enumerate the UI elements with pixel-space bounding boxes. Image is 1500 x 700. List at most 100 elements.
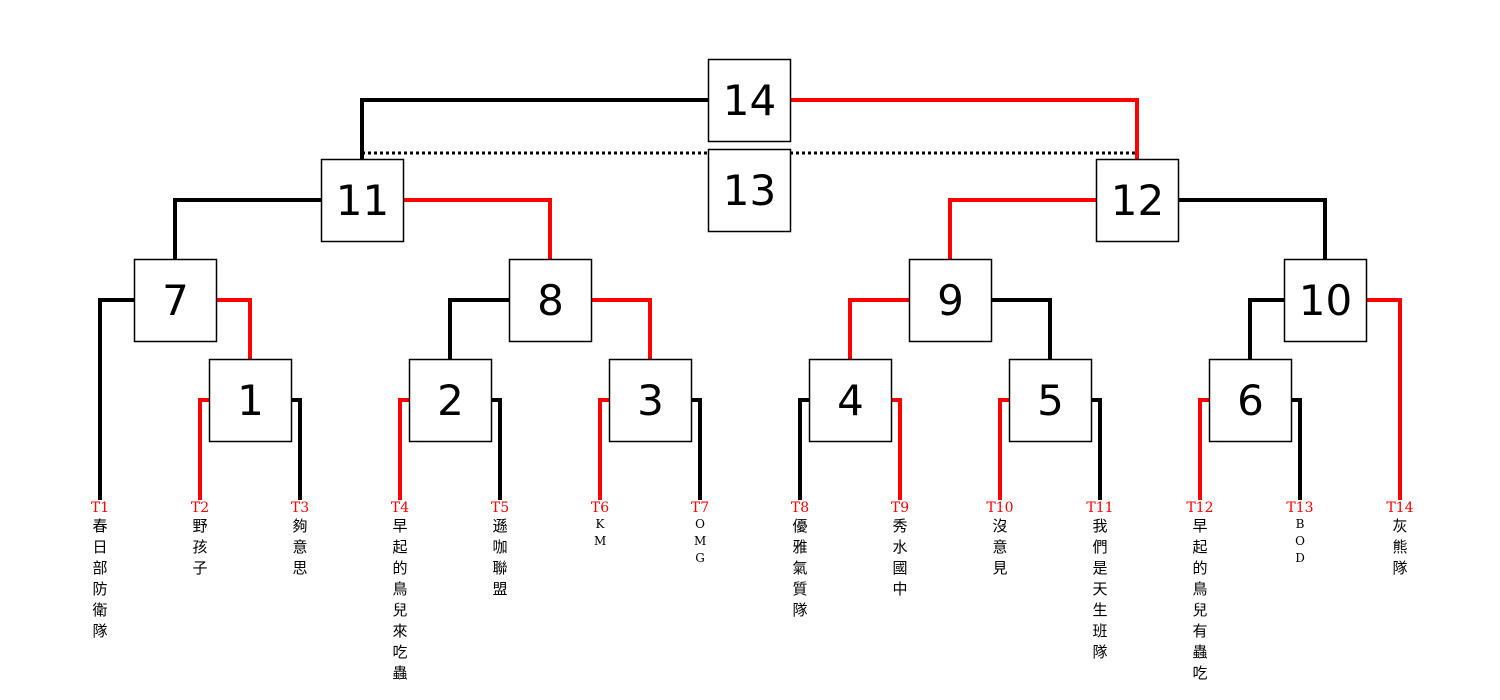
match-box-13: 13 bbox=[707, 148, 792, 233]
bracket-connector-15 bbox=[591, 298, 652, 359]
match-number: 13 bbox=[723, 166, 776, 215]
match-box-9: 9 bbox=[908, 258, 993, 343]
match-box-3: 3 bbox=[608, 358, 693, 443]
team-name: 夠意思 bbox=[292, 517, 308, 577]
match-box-14: 14 bbox=[707, 58, 792, 143]
team-code: T13 bbox=[1286, 500, 1314, 516]
match-box-frame bbox=[608, 358, 693, 443]
match-box-4: 4 bbox=[808, 358, 893, 443]
match-box-frame bbox=[508, 258, 593, 343]
match-number: 1 bbox=[237, 376, 264, 425]
match-box-frame bbox=[1008, 358, 1093, 443]
bracket-connector-0 bbox=[198, 398, 209, 500]
team-code: T5 bbox=[490, 500, 510, 516]
match-box-7: 7 bbox=[133, 258, 218, 343]
match-box-1: 1 bbox=[208, 358, 293, 443]
bracket-connector-14 bbox=[448, 298, 509, 359]
match-number: 10 bbox=[1299, 276, 1352, 325]
bracket-connector-1 bbox=[291, 398, 302, 500]
bracket-connector-3 bbox=[491, 398, 502, 500]
team-name: OMG bbox=[694, 517, 707, 565]
team-name: KM bbox=[594, 517, 607, 548]
bracket-connector-23 bbox=[1178, 198, 1327, 259]
bracket-connector-21 bbox=[403, 198, 552, 259]
match-box-frame bbox=[908, 258, 993, 343]
team-code: T10 bbox=[986, 500, 1014, 516]
match-number: 6 bbox=[1237, 376, 1264, 425]
match-number: 2 bbox=[437, 376, 464, 425]
team-name: 遜咖聯盟 bbox=[492, 517, 508, 598]
bracket-connector-18 bbox=[1248, 298, 1284, 359]
match-number: 7 bbox=[162, 276, 189, 325]
bracket-connector-12 bbox=[98, 298, 134, 500]
match-box-11: 11 bbox=[320, 158, 405, 243]
match-box-2: 2 bbox=[408, 358, 493, 443]
match-box-frame bbox=[808, 358, 893, 443]
match-number: 9 bbox=[937, 276, 964, 325]
match-number: 8 bbox=[537, 276, 564, 325]
match-box-frame bbox=[133, 258, 218, 343]
team-code: T7 bbox=[690, 500, 710, 516]
team-name: 優雅氣質隊 bbox=[792, 517, 808, 619]
match-box-12: 12 bbox=[1095, 158, 1180, 243]
bracket-connector-8 bbox=[998, 398, 1009, 500]
bracket-connector-2 bbox=[398, 398, 409, 500]
match-number: 5 bbox=[1037, 376, 1064, 425]
team-code: T14 bbox=[1386, 500, 1414, 516]
team-name: 灰熊隊 bbox=[1392, 517, 1408, 577]
match-number: 11 bbox=[336, 176, 389, 225]
team-code: T4 bbox=[390, 500, 410, 516]
bracket-connector-9 bbox=[1091, 398, 1102, 500]
bracket-connector-19 bbox=[1366, 298, 1402, 500]
bracket-connector-5 bbox=[691, 398, 702, 500]
match-number: 14 bbox=[723, 76, 776, 125]
team-code: T1 bbox=[90, 500, 110, 516]
match-box-8: 8 bbox=[508, 258, 593, 343]
team-name: 我們是天生班隊 bbox=[1092, 517, 1108, 661]
match-number: 4 bbox=[837, 376, 864, 425]
bracket-connector-7 bbox=[891, 398, 902, 500]
match-box-frame bbox=[707, 58, 792, 143]
team-code: T3 bbox=[290, 500, 310, 516]
bracket-connector-10 bbox=[1198, 398, 1209, 500]
match-box-frame bbox=[1095, 158, 1180, 243]
team-code: T9 bbox=[890, 500, 910, 516]
bracket-connector-17 bbox=[991, 298, 1052, 359]
match-number: 12 bbox=[1111, 176, 1164, 225]
bracket-connector-22 bbox=[948, 198, 1096, 259]
match-box-frame bbox=[1208, 358, 1293, 443]
team-code: T2 bbox=[190, 500, 210, 516]
bracket-connector-20 bbox=[173, 198, 321, 259]
bracket-connector-24 bbox=[360, 98, 708, 159]
match-box-frame bbox=[208, 358, 293, 443]
match-box-5: 5 bbox=[1008, 358, 1093, 443]
team-code: T6 bbox=[590, 500, 610, 516]
team-name: BOD bbox=[1295, 517, 1305, 565]
match-box-frame bbox=[408, 358, 493, 443]
team-name: 早起的鳥兒有蟲吃 bbox=[1192, 517, 1208, 682]
bracket-connector-16 bbox=[848, 298, 909, 359]
bracket-connector-6 bbox=[798, 398, 809, 500]
bracket-connectors bbox=[98, 98, 1402, 500]
team-name: 野孩子 bbox=[192, 517, 208, 577]
bracket-connector-11 bbox=[1291, 398, 1302, 500]
team-name: 春日部防衛隊 bbox=[92, 517, 108, 640]
team-name: 早起的鳥兒來吃蟲 bbox=[392, 517, 408, 682]
bracket-connector-13 bbox=[216, 298, 252, 359]
match-box-10: 10 bbox=[1283, 258, 1368, 343]
team-name: 秀水國中 bbox=[892, 517, 908, 598]
team-code: T12 bbox=[1186, 500, 1214, 516]
bracket-connector-25 bbox=[790, 98, 1139, 159]
